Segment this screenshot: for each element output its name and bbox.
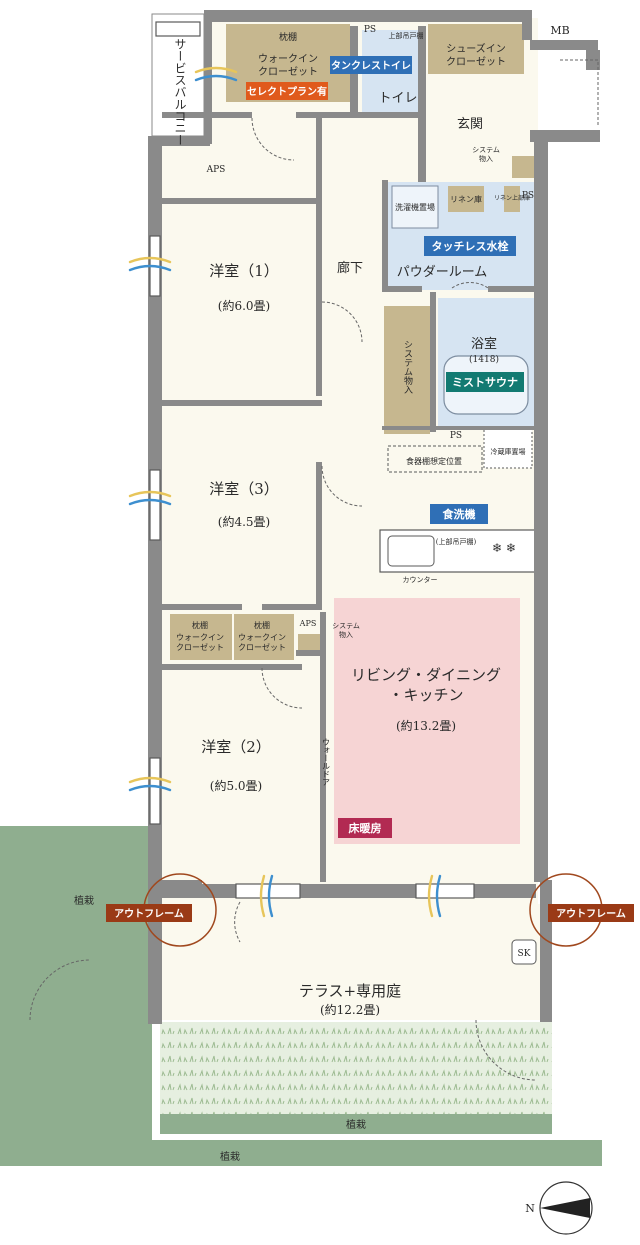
svg-text:セレクトプラン有: セレクトプラン有: [247, 85, 327, 98]
planting-bottom-label: 植栽: [346, 1118, 366, 1131]
linen-upper: [504, 186, 520, 212]
tag-touchless-faucet: タッチレス水栓: [424, 236, 516, 256]
tag-select-plan: セレクトプラン有: [246, 82, 328, 100]
ventilation-icon: [128, 66, 442, 918]
linen-label: リネン庫: [450, 194, 482, 204]
sk-label: SK: [518, 949, 531, 959]
shelf-a-label: 枕棚: [192, 620, 208, 630]
shelf-b-label: 枕棚: [254, 620, 270, 630]
walkin-closet-label: ウォークインクローゼット: [258, 53, 318, 78]
terrace: [160, 904, 540, 1020]
tag-outframe-right: アウトフレーム: [548, 904, 634, 922]
closet-a-label: ウォークインクローゼット: [176, 633, 224, 652]
western1-size-label: (約6.0畳): [218, 298, 270, 313]
shoes-closet: [428, 24, 524, 74]
tag-floor-heating: 床暖房: [338, 818, 392, 838]
closet-b: [234, 614, 294, 660]
closet-a: [170, 614, 232, 660]
aps2-label: APS: [299, 619, 317, 628]
fridge-space: [483, 427, 533, 469]
svg-text:タッチレス水栓: タッチレス水栓: [432, 239, 509, 253]
svg-text:アウトフレーム: アウトフレーム: [114, 908, 184, 920]
kitchen-upper-label: (上部吊戸棚): [436, 537, 477, 546]
ps3-label: PS: [450, 431, 462, 441]
svg-text:アウトフレーム: アウトフレーム: [556, 908, 626, 920]
upper-cabinet-label: 上部吊戸棚: [389, 31, 424, 40]
shoes-closet-label: シューズインクローゼット: [446, 42, 506, 68]
counter-label: カウンター: [403, 575, 438, 584]
svg-text:食洗機: 食洗機: [443, 507, 476, 521]
bath-size-label: (1418): [469, 354, 499, 365]
system-storage-vertical-label: システム物入: [402, 340, 413, 394]
system-storage-hall: [384, 306, 430, 434]
linen: [448, 186, 484, 212]
ldk-floor-heating: [334, 598, 520, 844]
shelf-top-label: 枕棚: [279, 31, 297, 43]
tag-mist-sauna: ミストサウナ: [446, 372, 524, 392]
powder-room-label: パウダールーム: [397, 265, 488, 280]
western2-size-label: (約5.0畳): [210, 778, 262, 793]
fridge-label: 冷蔵庫置場: [491, 447, 526, 456]
aps-label: APS: [206, 165, 226, 175]
ldk-size-label: (約13.2畳): [396, 718, 456, 733]
washer: [391, 185, 439, 229]
linen-upper-label: リネン上部庫: [494, 194, 530, 202]
garden-bottom: [0, 1140, 602, 1166]
western1-label: 洋室（1）: [209, 262, 279, 280]
western2-label: 洋室（2）: [201, 738, 271, 756]
system-storage-label: システム物入: [472, 146, 500, 163]
service-balcony-label: サービスバルコニー: [173, 38, 187, 146]
svg-text:ミストサウナ: ミストサウナ: [452, 376, 518, 389]
planting-strip: [160, 1114, 552, 1134]
western3-label: 洋室（3）: [209, 480, 279, 498]
entrance-label: 玄関: [457, 117, 483, 132]
tag-outframe-left: アウトフレーム: [106, 904, 192, 922]
mb-label: MB: [550, 24, 569, 37]
svg-text:タンクレストイレ: タンクレストイレ: [331, 60, 411, 72]
kitchen-sink: [387, 535, 435, 567]
compass-icon: N: [525, 1181, 593, 1235]
laundry-label: 洗濯機置場: [395, 202, 435, 212]
system-storage2-label: システム物入: [332, 622, 360, 639]
system-storage-ldk: [298, 634, 320, 652]
system-storage-small: [512, 156, 534, 178]
western3-size-label: (約4.5畳): [218, 514, 270, 529]
dish-shelf-label: 食器棚想定位置: [406, 456, 462, 466]
tag-dishwasher: 食洗機: [430, 504, 488, 524]
dish-shelf: [387, 445, 483, 473]
planting-left-label: 植栽: [74, 894, 94, 907]
terrace-label: テラス+専用庭: [299, 982, 401, 1000]
garden-left: [0, 826, 152, 1166]
svg-text:床暖房: 床暖房: [349, 821, 382, 835]
compass-north-label: N: [525, 1202, 535, 1215]
ps2-label: PS: [522, 191, 534, 201]
tag-tankless-toilet: タンクレストイレ: [330, 56, 412, 74]
sk-sink: [511, 939, 537, 965]
ldk-label: リビング・ダイニング・キッチン: [351, 666, 501, 704]
closet-b-label: ウォークインクローゼット: [238, 633, 286, 652]
walldoor-label: ウォールドア: [322, 738, 331, 786]
bathroom-label: 浴室: [471, 336, 497, 352]
door-swings: [29, 59, 599, 1081]
ps-label: PS: [364, 25, 376, 35]
hallway-label: 廊下: [337, 260, 363, 276]
stove-icon: ❄ ❄: [492, 541, 516, 555]
toilet-label: トイレ: [378, 91, 417, 106]
planting-bottom2-label: 植栽: [220, 1150, 240, 1163]
terrace-size-label: (約12.2畳): [320, 1002, 380, 1017]
